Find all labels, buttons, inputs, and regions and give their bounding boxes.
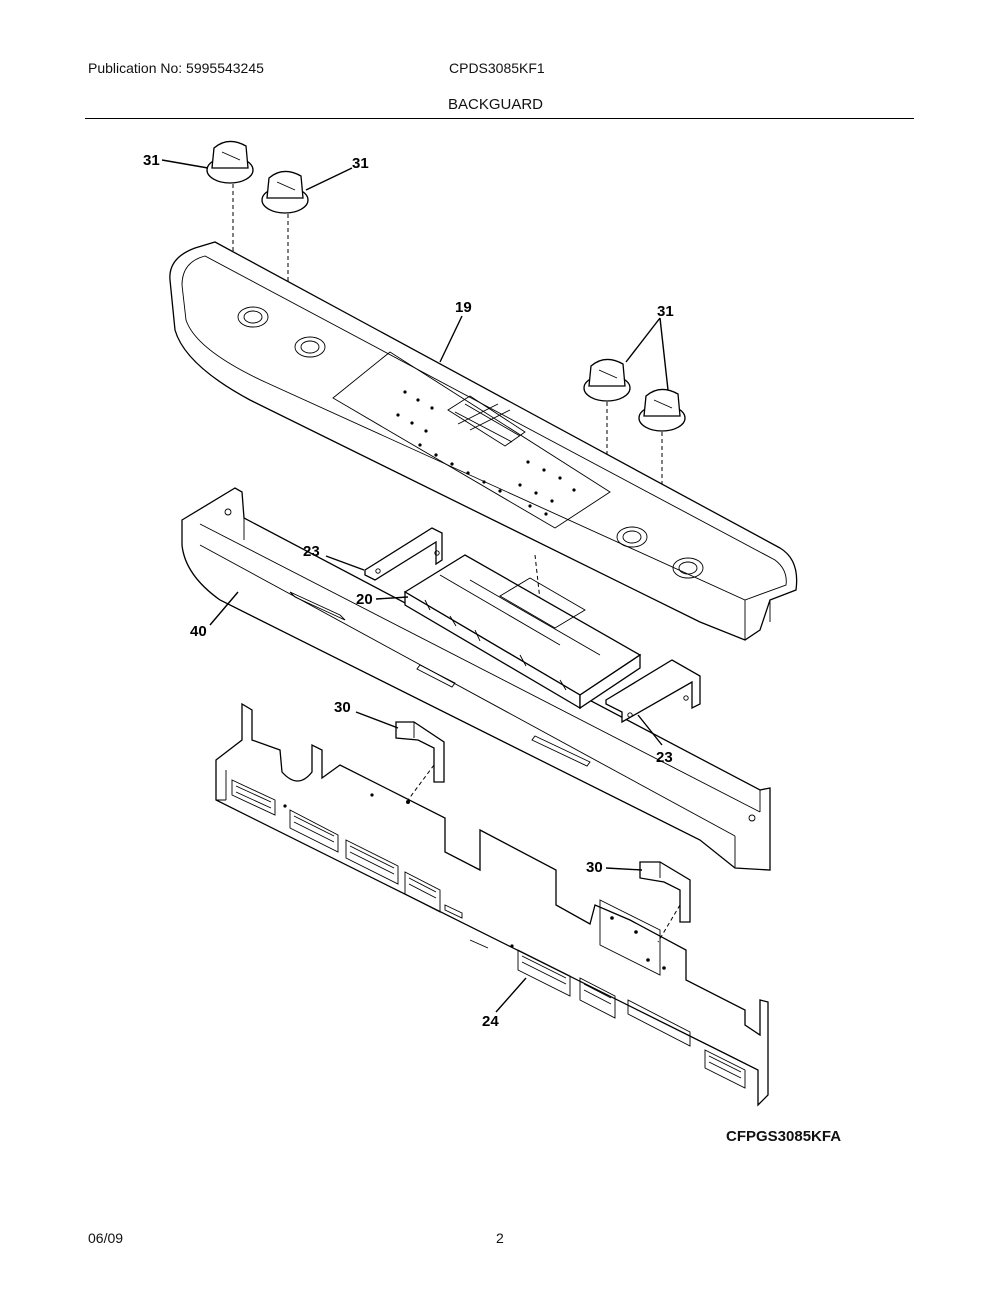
clip-part [395, 721, 445, 783]
backguard-panel [169, 241, 798, 641]
control-board [403, 554, 642, 710]
callout-knob-pair: 31 [657, 303, 674, 320]
knob-part [206, 140, 254, 184]
bracket-part [364, 527, 443, 581]
knob-part [261, 170, 309, 214]
bracket-part [605, 659, 701, 724]
callout-clip: 30 [586, 859, 603, 876]
leader-lines [161, 159, 669, 1013]
callout-trim: 40 [190, 623, 207, 640]
header-rule [85, 118, 914, 119]
callout-control-board: 20 [356, 591, 373, 608]
callout-knob: 31 [143, 152, 160, 169]
callout-knob: 31 [352, 155, 369, 172]
callout-bracket: 23 [656, 749, 673, 766]
rear-panel [215, 702, 769, 1107]
callout-rear-panel: 24 [482, 1013, 499, 1030]
knob-part [638, 388, 686, 432]
footer-date: 06/09 [88, 1230, 124, 1246]
knob-part [583, 358, 631, 402]
section-title: BACKGUARD [448, 96, 544, 113]
publication-number: Publication No: 5995543245 [88, 60, 264, 76]
diagram-code: CFPGS3085KFA [726, 1128, 842, 1145]
model-number: CPDS3085KF1 [449, 60, 545, 76]
callout-clip: 30 [334, 699, 351, 716]
callout-bracket: 23 [303, 543, 320, 560]
page-number: 2 [496, 1230, 504, 1246]
callout-backguard-panel: 19 [455, 299, 472, 316]
clip-part [639, 861, 691, 923]
